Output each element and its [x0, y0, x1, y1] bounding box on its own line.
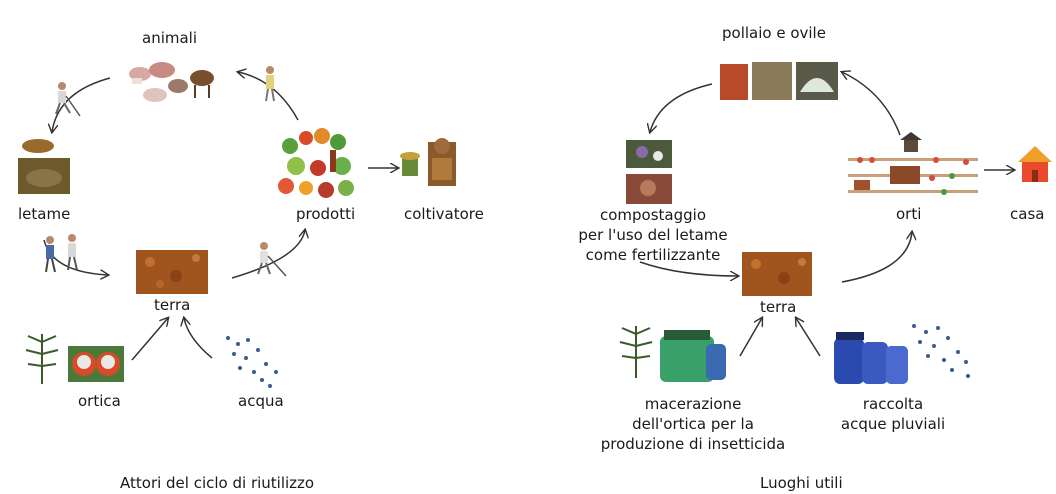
label-ortica: ortica [78, 392, 121, 410]
nettle-pots-illustration [68, 346, 124, 382]
arrow-terra-to-orti [841, 232, 912, 283]
label-casa: casa [1010, 205, 1045, 223]
label-animali: animali [142, 29, 198, 47]
label-macerazione: macerazione dell'ortica per la produzion… [588, 394, 798, 454]
caption-left: Attori del ciclo di riutilizzo [120, 474, 315, 492]
label-compostaggio-line1: compostaggio [599, 206, 706, 224]
arrow-animali-to-letame [52, 77, 111, 132]
farmer-with-tool-icon [55, 82, 81, 117]
arrow-raccolta-to-terra [796, 318, 821, 357]
coop-and-pen-illustration [720, 62, 838, 100]
label-compostaggio: compostaggio per l'uso del letame come f… [578, 205, 728, 265]
label-terra: terra [154, 296, 191, 314]
soil-illustration-right [742, 252, 812, 296]
label-orti: orti [896, 205, 922, 223]
nettle-plant-right-icon [619, 326, 653, 378]
farmer-portrait-illustration [400, 138, 456, 186]
farmers-pair-icon [45, 234, 78, 273]
label-macerazione-line1: macerazione [644, 395, 742, 413]
label-macerazione-line3: produzione di insetticida [600, 435, 786, 453]
house-icon [1018, 146, 1052, 182]
label-compostaggio-line3: come fertilizzante [585, 246, 721, 264]
animals-illustration [129, 62, 214, 102]
label-coltivatore: coltivatore [404, 205, 484, 223]
nettle-plant-icon [25, 334, 59, 384]
arrow-terra-to-prodotti [231, 230, 305, 279]
label-letame: letame [18, 205, 71, 223]
arrow-macerazione-to-terra [739, 318, 762, 357]
manure-illustration [18, 139, 70, 194]
label-raccolta-line2: acque pluviali [840, 415, 946, 433]
caption-right: Luoghi utili [760, 474, 843, 492]
maceration-barrels-illustration [660, 330, 726, 382]
arrow-acqua-to-terra [184, 318, 213, 359]
garden-plan-illustration [848, 132, 978, 195]
water-drops-icon [226, 336, 278, 388]
farmer-hoeing-icon [257, 242, 287, 277]
rain-barrels-illustration [834, 332, 908, 384]
soil-illustration [136, 250, 208, 294]
label-prodotti: prodotti [296, 205, 356, 223]
label-pollaio: pollaio e ovile [722, 24, 826, 42]
label-macerazione-line2: dell'ortica per la [632, 415, 754, 433]
label-raccolta-line1: raccolta [862, 395, 924, 413]
label-terra-right: terra [760, 298, 797, 316]
label-raccolta: raccolta acque pluviali [828, 394, 958, 434]
compost-illustration [626, 140, 672, 204]
rain-drops-icon [912, 324, 970, 378]
farmer-walking-icon [265, 66, 275, 102]
label-acqua: acqua [238, 392, 284, 410]
arrow-compost-to-terra [639, 261, 738, 276]
produce-illustration [278, 128, 354, 198]
label-compostaggio-line2: per l'uso del letame [578, 226, 728, 244]
arrow-ortica-to-terra [131, 318, 168, 361]
arrow-pollaio-to-compost [650, 83, 713, 132]
arrow-orti-to-pollaio [842, 72, 901, 136]
